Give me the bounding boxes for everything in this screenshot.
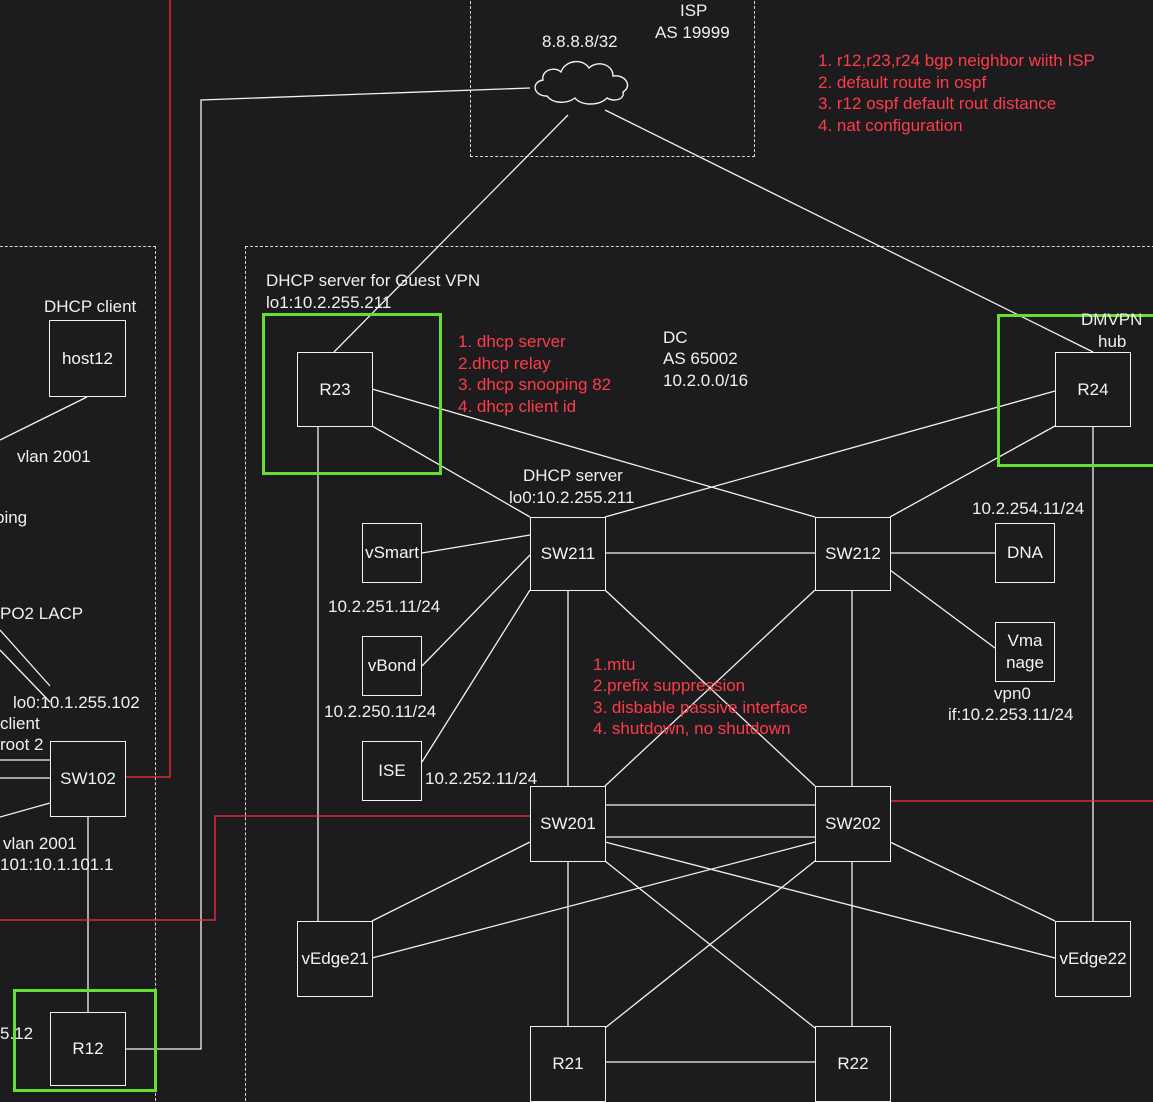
sw211-node[interactable]: SW211 <box>530 517 606 591</box>
r24-highlight <box>997 314 1153 467</box>
dc-prefix: 10.2.0.0/16 <box>663 371 749 390</box>
vlan-top-label: vlan 2001 <box>17 447 91 466</box>
vmanage-vpn-label: vpn0 <box>994 684 1031 703</box>
vmanage-if-label: if:10.2.253.11/24 <box>948 705 1074 724</box>
sw201-node[interactable]: SW201 <box>530 786 606 862</box>
dhcp-task-1: 1. dhcp server <box>458 332 566 351</box>
link-cloud-r12 <box>126 87 531 1050</box>
vbond-ip-label: 10.2.250.11/24 <box>324 702 437 721</box>
r23-node[interactable]: R23 <box>297 352 373 427</box>
vsmart-node[interactable]: vSmart <box>362 523 422 583</box>
dhcp-task-2: 2.dhcp relay <box>458 354 551 373</box>
r22-node[interactable]: R22 <box>815 1026 891 1102</box>
dhcp-task-4: 4. dhcp client id <box>458 397 577 416</box>
link-r24-sw212 <box>889 425 1056 518</box>
link-sw102-left-3 <box>0 802 51 818</box>
link-po2-b <box>0 629 51 687</box>
isp-title: ISP <box>680 1 708 20</box>
link-sw201-vedge22 <box>604 841 1056 959</box>
client-label: client <box>0 714 40 733</box>
vsmart-ip-label: 10.2.251.11/24 <box>328 597 441 616</box>
r23-highlight <box>262 313 442 475</box>
link-host12-down <box>0 396 88 441</box>
link-sw202-vedge21 <box>371 841 816 959</box>
link-sw212-vmanage <box>889 569 996 649</box>
isp-zone <box>470 0 755 157</box>
r12-highlight <box>13 989 157 1092</box>
vedge21-node[interactable]: vEdge21 <box>297 921 373 997</box>
link-vsmart-sw211 <box>421 534 531 554</box>
isp-task-4: 4. nat configuration <box>818 116 963 135</box>
dc-as: AS 65002 <box>663 349 738 368</box>
core-task-1: 1.mtu <box>593 655 636 674</box>
core-task-4: 4. shutdown, no shutdown <box>593 719 791 738</box>
isp-as: AS 19999 <box>655 23 730 42</box>
link-ise-sw211 <box>421 589 531 763</box>
dhcp-task-3: 3. dhcp snooping 82 <box>458 375 612 394</box>
ise-ip-label: 10.2.252.11/24 <box>425 769 538 788</box>
dna-ip-label: 10.2.254.11/24 <box>972 499 1085 518</box>
link-po2-a <box>0 649 51 703</box>
r23-role-label: DHCP server for Guest VPN <box>266 271 481 290</box>
core-task-3: 3. disbable passive interface <box>593 698 808 717</box>
svi-label: 101:10.1.101.1 <box>0 855 114 874</box>
core-task-2: 2.prefix suppression <box>593 676 746 695</box>
root-label: root 2 <box>0 735 44 754</box>
campus-zone <box>0 246 156 1102</box>
link-r23-sw212 <box>371 388 816 518</box>
dhcp-client-label: DHCP client <box>44 297 137 316</box>
link-sw202-vedge22 <box>889 841 1056 922</box>
vmanage-node[interactable]: Vma nage <box>995 622 1055 682</box>
sw102-node[interactable]: SW102 <box>50 741 126 817</box>
isp-task-2: 2. default route in ospf <box>818 73 987 92</box>
vedge22-node[interactable]: vEdge22 <box>1055 921 1131 997</box>
r24-role-label-1: DMVPN <box>1081 310 1143 329</box>
dc-name: DC <box>663 328 688 347</box>
sw211-role-label: DHCP server <box>523 466 623 485</box>
ise-node[interactable]: ISE <box>362 741 422 801</box>
sw211-lo-label: lo0:10.2.255.211 <box>509 488 635 507</box>
r24-role-label-2: hub <box>1098 332 1127 351</box>
link-sw201-vedge21 <box>371 841 531 922</box>
sw202-node[interactable]: SW202 <box>815 786 891 862</box>
r21-node[interactable]: R21 <box>530 1026 606 1102</box>
link-vbond-sw211 <box>421 554 531 667</box>
link-r24-sw211 <box>604 390 1056 518</box>
r24-node[interactable]: R24 <box>1055 352 1131 427</box>
dna-node[interactable]: DNA <box>995 523 1055 583</box>
link-sw202-r21 <box>604 860 816 1029</box>
sw102-lo-label: lo0:10.1.255.102 <box>13 693 140 712</box>
r23-lo-label: lo1:10.2.255.211 <box>266 293 392 312</box>
po2-label: PO2 LACP <box>0 604 84 623</box>
sw212-node[interactable]: SW212 <box>815 517 891 591</box>
link-r23-sw211 <box>371 425 531 518</box>
link-cloud-r23 <box>333 114 569 353</box>
vbond-node[interactable]: vBond <box>362 636 422 696</box>
isp-task-3: 3. r12 ospf default rout distance <box>818 94 1057 113</box>
ping-label: ping <box>0 508 28 527</box>
host12-node[interactable]: host12 <box>49 320 126 397</box>
cloud-icon <box>534 61 629 105</box>
red-link-sw102 <box>126 0 171 778</box>
isp-prefix: 8.8.8.8/32 <box>542 32 618 51</box>
isp-task-1: 1. r12,r23,r24 bgp neighbor wiith ISP <box>818 51 1095 70</box>
dc-zone <box>245 246 1153 1102</box>
link-sw212-sw201 <box>604 589 816 787</box>
vlan-bottom-label: vlan 2001 <box>3 834 77 853</box>
link-cloud-r24 <box>604 109 1094 353</box>
red-link-sw201 <box>0 815 530 921</box>
r12-addr-label: 5.12 <box>0 1024 34 1043</box>
r12-node[interactable]: R12 <box>50 1012 126 1086</box>
